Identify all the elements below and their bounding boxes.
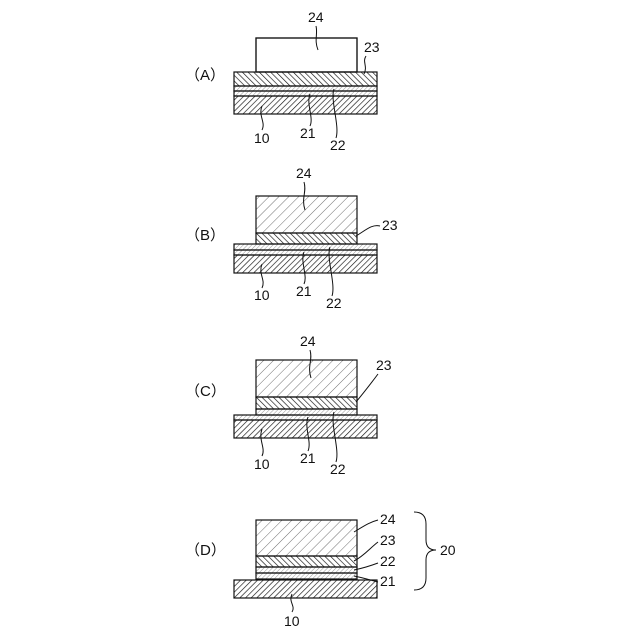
ref-22: 22 bbox=[330, 137, 346, 153]
layer-23 bbox=[234, 72, 377, 86]
ref-21: 21 bbox=[380, 573, 396, 589]
layer-21 bbox=[234, 91, 377, 96]
layer-23 bbox=[256, 556, 357, 567]
ref-23: 23 bbox=[364, 39, 380, 55]
layer-24 bbox=[256, 360, 357, 397]
layer-21 bbox=[256, 573, 357, 579]
ref-20: 20 bbox=[440, 542, 456, 558]
ref-22: 22 bbox=[380, 553, 396, 569]
ref-10: 10 bbox=[284, 613, 300, 629]
ref-10: 10 bbox=[254, 456, 270, 472]
ref-23: 23 bbox=[380, 532, 396, 548]
panel-d: （D） 24 23 22 21 10 20 bbox=[185, 511, 456, 629]
layer-24 bbox=[256, 38, 357, 72]
ref-22: 22 bbox=[330, 461, 346, 477]
substrate-10 bbox=[234, 255, 377, 273]
ref-24: 24 bbox=[300, 333, 316, 349]
substrate-10 bbox=[234, 96, 377, 114]
layer-24 bbox=[256, 196, 357, 233]
panel-c: （C） 24 23 10 21 22 bbox=[185, 333, 392, 477]
layer-21 bbox=[234, 250, 377, 255]
ref-24: 24 bbox=[380, 511, 396, 527]
ref-24: 24 bbox=[308, 9, 324, 25]
layer-22 bbox=[256, 409, 357, 415]
ref-22: 22 bbox=[326, 295, 342, 311]
ref-24: 24 bbox=[296, 165, 312, 181]
panel-b: （B） 24 23 10 21 22 bbox=[185, 165, 398, 311]
panel-label-b: （B） bbox=[185, 227, 225, 244]
ref-10: 10 bbox=[254, 287, 270, 303]
layer-23 bbox=[256, 233, 357, 244]
bracket-20 bbox=[414, 512, 436, 590]
ref-21: 21 bbox=[300, 450, 316, 466]
ref-21: 21 bbox=[296, 283, 312, 299]
ref-21: 21 bbox=[300, 125, 316, 141]
layer-22 bbox=[234, 244, 377, 250]
ref-10: 10 bbox=[254, 130, 270, 146]
ref-23: 23 bbox=[376, 357, 392, 373]
layer-21 bbox=[234, 415, 377, 420]
substrate-10 bbox=[234, 580, 377, 598]
layer-23 bbox=[256, 397, 357, 409]
panel-label-c: （C） bbox=[185, 383, 226, 400]
panel-label-d: （D） bbox=[185, 542, 226, 559]
ref-23: 23 bbox=[382, 217, 398, 233]
panel-a: （A） 24 23 10 21 22 bbox=[185, 9, 380, 153]
panel-label-a: （A） bbox=[185, 67, 225, 84]
layer-22 bbox=[256, 567, 357, 573]
layer-22 bbox=[234, 86, 377, 91]
substrate-10 bbox=[234, 420, 377, 438]
layer-24 bbox=[256, 520, 357, 556]
